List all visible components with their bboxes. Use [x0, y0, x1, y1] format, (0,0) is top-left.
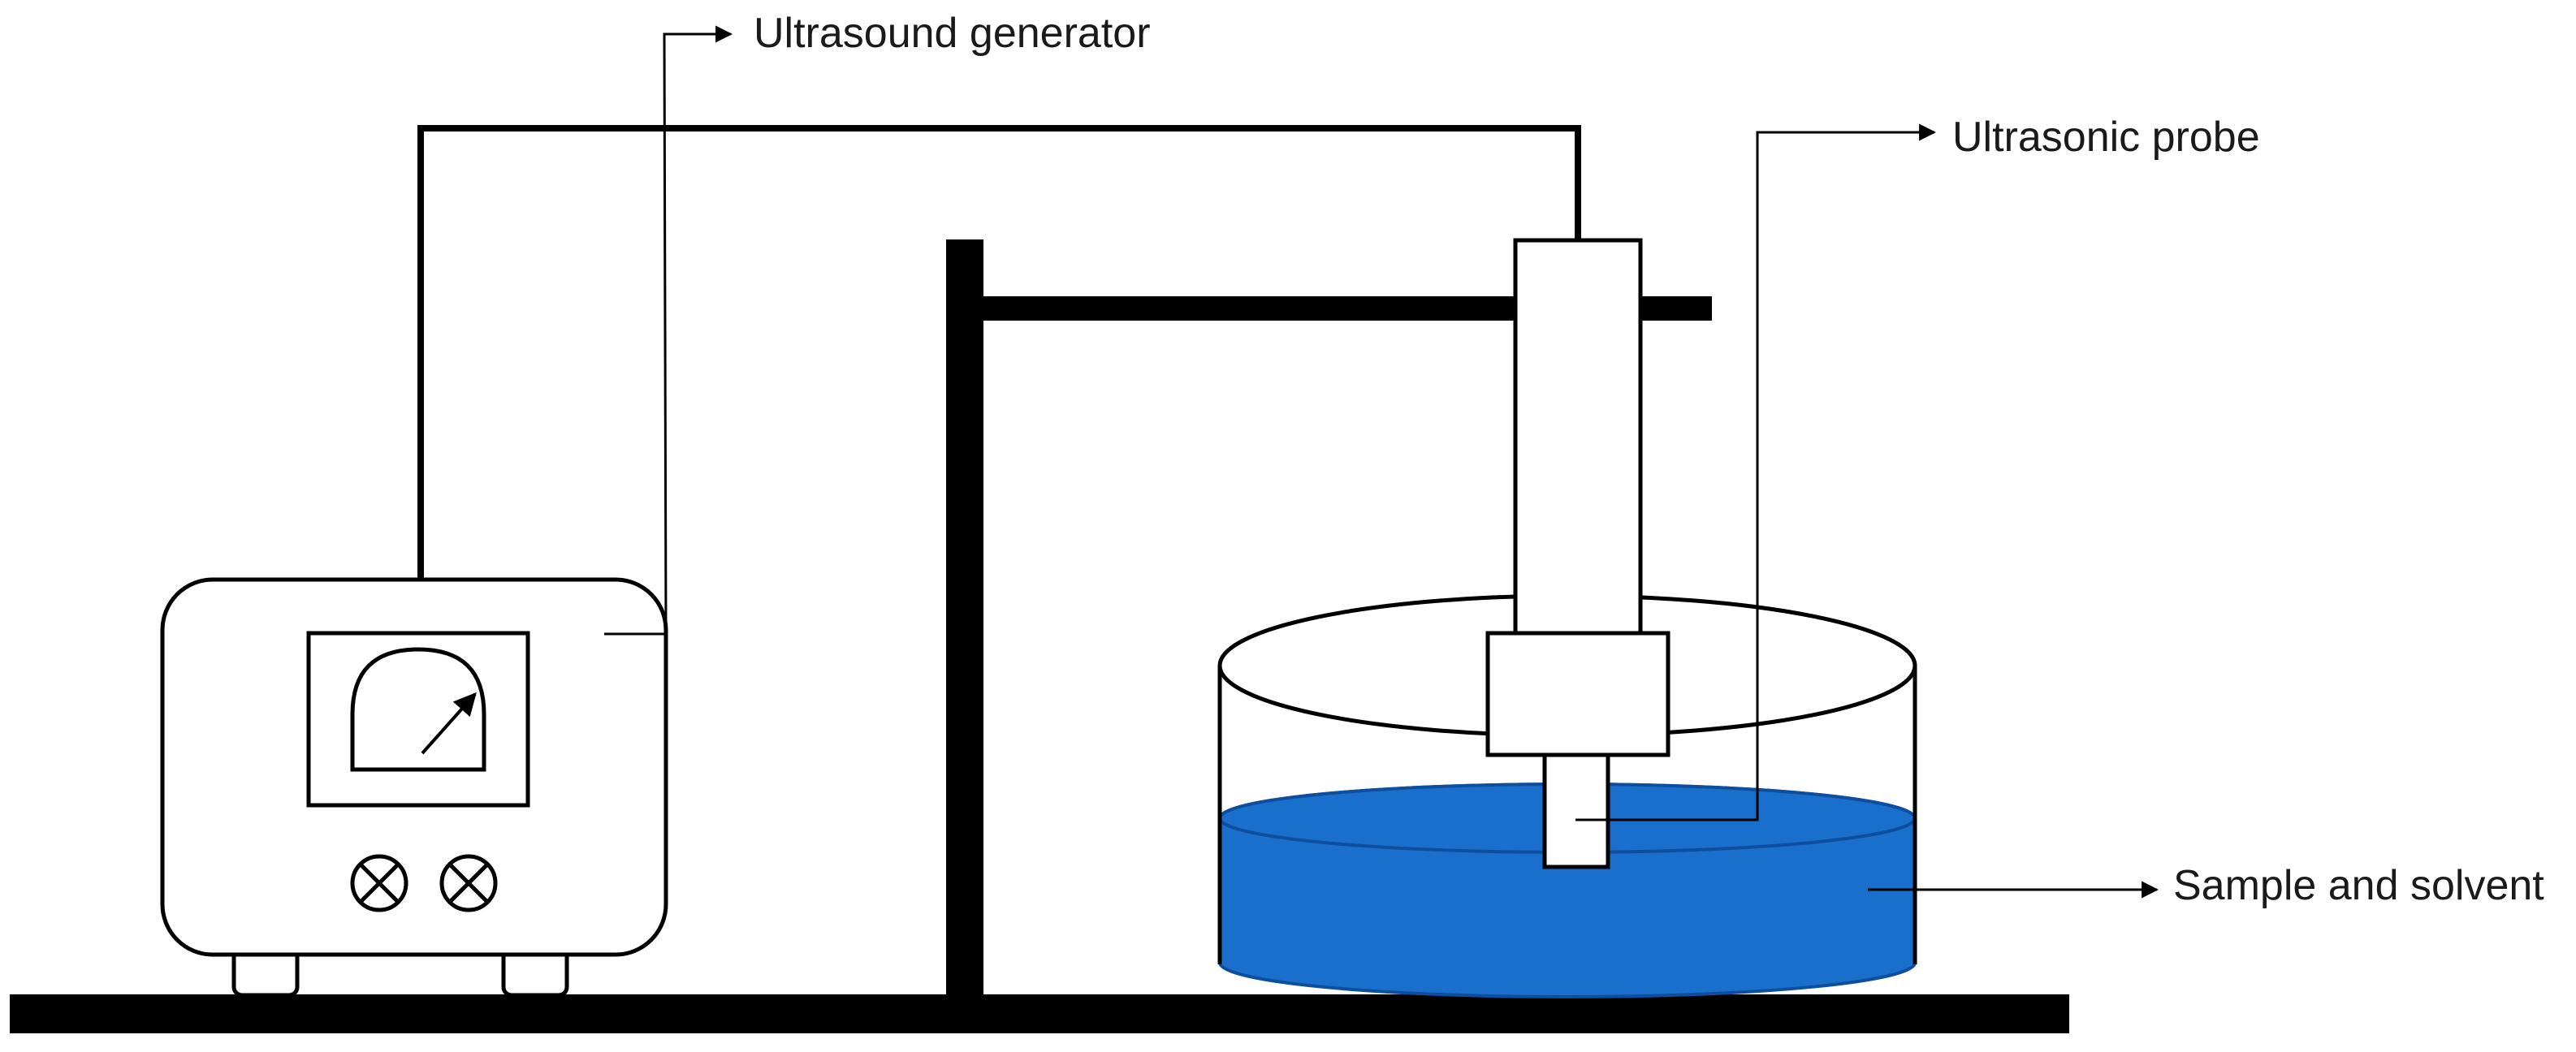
base-platform [10, 994, 2069, 1033]
stand-pole [946, 239, 983, 998]
knob-left-icon [350, 854, 408, 912]
meter-dial [350, 647, 486, 772]
generator-label: Ultrasound generator [754, 10, 1151, 57]
knob-right-icon [439, 854, 498, 912]
sample-label: Sample and solvent [2173, 862, 2544, 909]
probe-leader-line [1575, 123, 1937, 821]
meter-needle-icon [421, 692, 477, 755]
power-cable [417, 125, 1581, 583]
generator-leader-line [604, 25, 733, 636]
ultrasonic-probe-tip [1542, 752, 1610, 869]
ultrasonic-probe-collar [1485, 631, 1671, 757]
probe-label: Ultrasonic probe [1952, 114, 2260, 161]
ultrasonic-probe-column [1513, 238, 1643, 636]
